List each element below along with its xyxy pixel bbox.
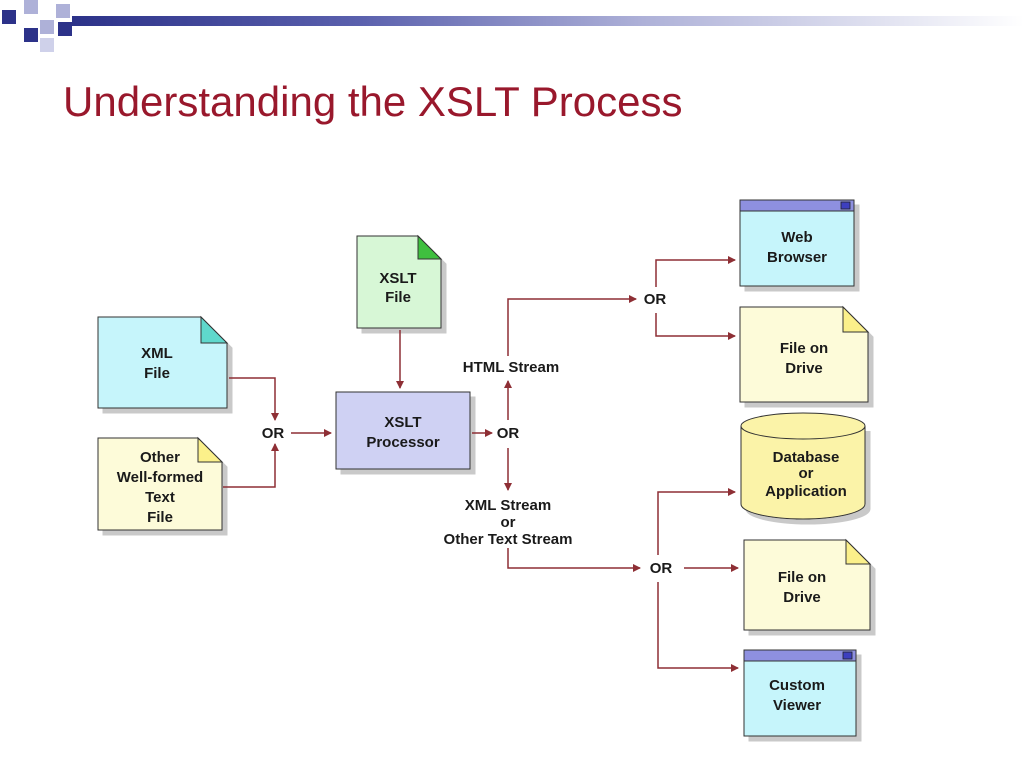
xslt-file-node: XSLT File [356,234,443,329]
xml-branch-connectors [657,488,739,672]
xml-file-label-1: XML [141,345,173,362]
database-label-1: Database [773,449,840,466]
html-stream-label: HTML Stream [463,359,559,376]
deco-square [40,20,54,34]
web-browser-label-2: Browser [767,249,827,266]
deco-square [40,38,54,52]
deco-square [2,10,16,24]
deco-square [24,28,38,42]
other-file-label-4: File [147,509,173,526]
database-node: Database or Application [740,412,866,520]
custom-viewer-label-2: Viewer [773,697,821,714]
xml-file-label-2: File [144,365,170,382]
database-label-2: or [799,465,814,482]
processor-or-label: OR [497,425,520,442]
xml-stream-label-3: Other Text Stream [444,531,573,548]
title-bar-gradient [72,16,1024,26]
deco-square [56,4,70,18]
database-label-3: Application [765,483,847,500]
xslt-file-label-2: File [385,289,411,306]
deco-square [24,0,38,14]
input-or-label: OR [262,425,285,442]
corner-decoration [2,0,72,52]
web-browser-node: Web Browser [739,199,855,287]
other-text-file-node: Other Well-formed Text File [97,436,224,531]
file-drive-bottom-label-1: File on [778,569,826,586]
deco-square [58,22,72,36]
xslt-file-label-1: XSLT [379,270,416,287]
page-title: Understanding the XSLT Process [63,78,683,125]
processor-label-2: Processor [366,434,440,451]
xslt-processor-node: XSLT Processor [335,391,471,470]
html-branch-connectors [655,256,736,340]
file-drive-top-label-2: Drive [785,360,823,377]
file-drive-bottom-label-2: Drive [783,589,821,606]
other-file-label-2: Well-formed [117,469,203,486]
custom-viewer-label-1: Custom [769,677,825,694]
web-browser-label-1: Web [781,229,812,246]
other-file-label-3: Text [145,489,175,506]
file-drive-top-label-1: File on [780,340,828,357]
file-on-drive-bottom-node: File on Drive [743,538,872,631]
html-or-label: OR [644,291,667,308]
file-on-drive-top-node: File on Drive [739,305,870,403]
stream-connectors [504,295,641,572]
xml-file-node: XML File [97,315,229,409]
processor-label-1: XSLT [384,414,421,431]
xml-stream-label-2: or [501,514,516,531]
input-connectors [223,330,493,488]
xml-or-label: OR [650,560,673,577]
other-file-label-1: Other [140,449,180,466]
xml-stream-label-1: XML Stream [465,497,551,514]
custom-viewer-node: Custom Viewer [743,649,857,737]
